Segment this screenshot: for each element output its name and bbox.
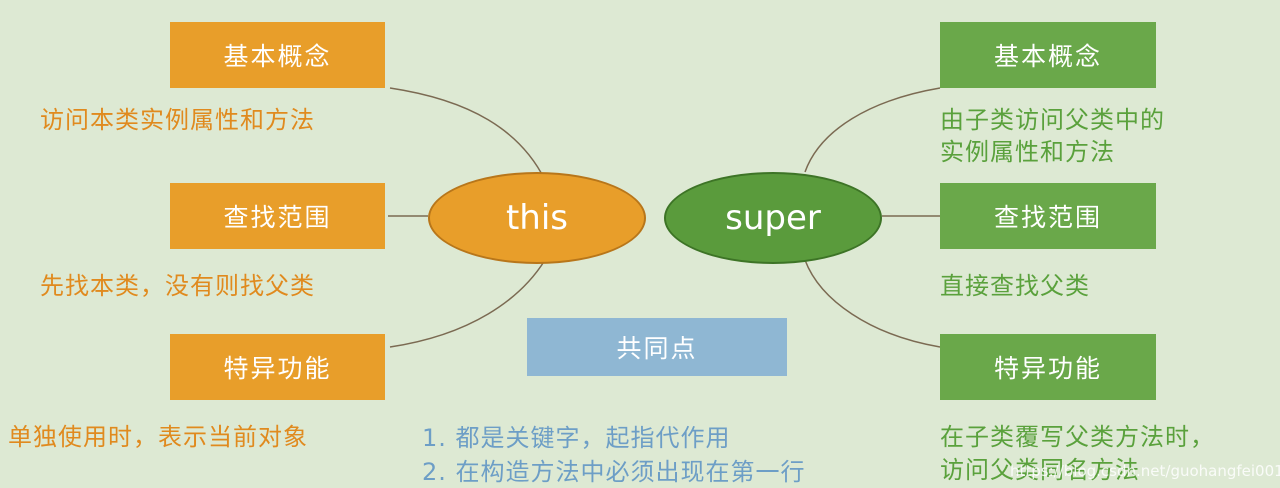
super-basic-concept-text-2: 实例属性和方法	[940, 138, 1115, 166]
this-lookup-scope-text: 先找本类，没有则找父类	[40, 272, 315, 300]
super-node-label: super	[725, 198, 821, 238]
common-item-2: 2. 在构造方法中必须出现在第一行	[422, 458, 806, 486]
super-special-feature-box: 特异功能	[940, 334, 1156, 400]
this-basic-concept-title: 基本概念	[223, 42, 332, 71]
connector-this-special	[389, 259, 546, 348]
connector-super-special	[804, 259, 941, 348]
this-node-label: this	[505, 198, 569, 238]
super-basic-concept-box: 基本概念	[940, 22, 1156, 88]
super-lookup-scope-box: 查找范围	[940, 183, 1156, 249]
this-special-feature-title: 特异功能	[223, 354, 332, 383]
this-node: this	[428, 172, 646, 264]
super-basic-concept-text-1: 由子类访问父类中的	[940, 106, 1165, 134]
this-lookup-scope-box: 查找范围	[170, 183, 385, 249]
common-points-title: 共同点	[616, 334, 698, 363]
this-basic-concept-text: 访问本类实例属性和方法	[40, 106, 315, 134]
connector-super-basic	[804, 87, 941, 173]
this-special-feature-box: 特异功能	[170, 334, 385, 400]
super-special-feature-title: 特异功能	[993, 354, 1102, 383]
super-special-feature-text-2: 访问父类同名方法	[940, 456, 1140, 484]
super-special-feature-text-1: 在子类覆写父类方法时，	[940, 423, 1215, 451]
common-points-box: 共同点	[527, 318, 787, 376]
this-basic-concept-box: 基本概念	[170, 22, 385, 88]
super-basic-concept-title: 基本概念	[993, 42, 1102, 71]
super-lookup-scope-text: 直接查找父类	[940, 272, 1090, 300]
common-item-1: 1. 都是关键字，起指代作用	[422, 424, 731, 452]
this-special-feature-text: 单独使用时，表示当前对象	[8, 423, 308, 451]
connector-this-basic	[389, 87, 546, 181]
super-node: super	[664, 172, 882, 264]
this-lookup-scope-title: 查找范围	[223, 203, 332, 232]
super-lookup-scope-title: 查找范围	[993, 203, 1102, 232]
watermark: https://blog.csdn.net/guohangfei001	[1010, 462, 1280, 480]
